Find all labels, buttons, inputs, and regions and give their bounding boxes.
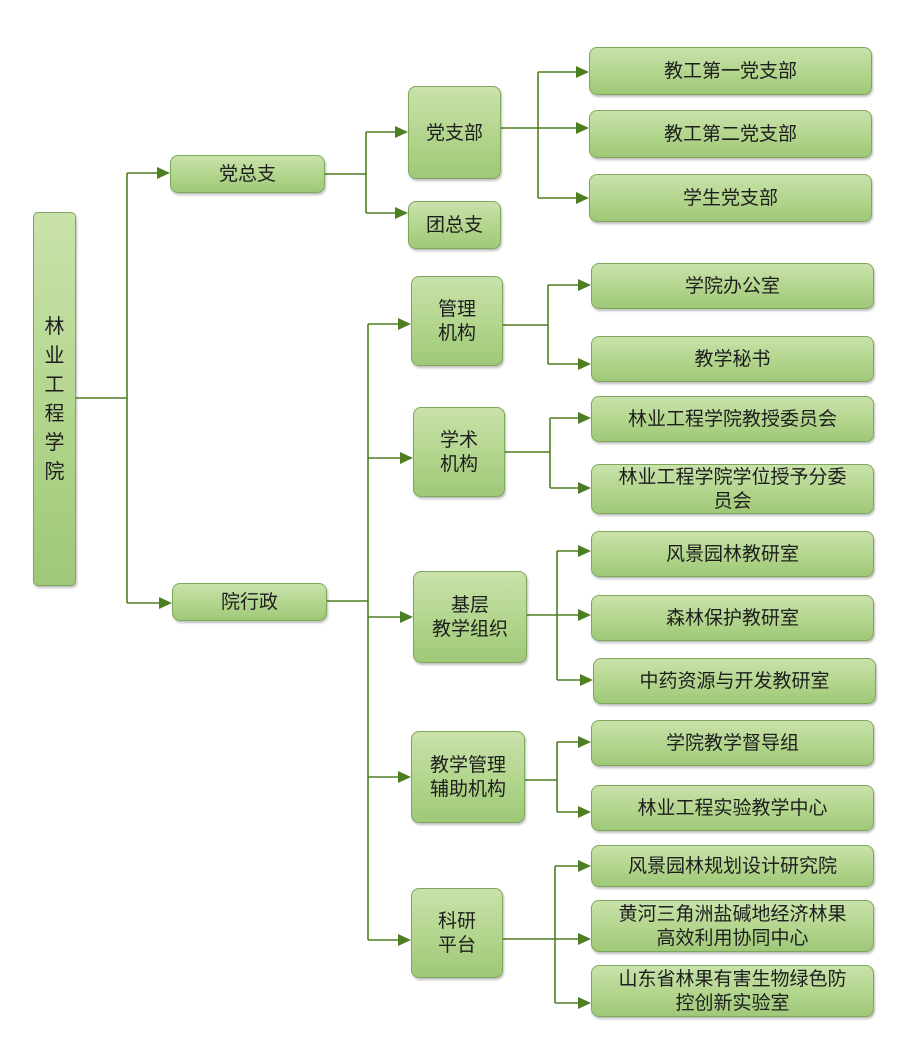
node-label: 管理 bbox=[437, 298, 476, 320]
node-label: 中药资源与开发教研室 bbox=[639, 670, 830, 692]
root-char: 院 bbox=[44, 459, 65, 483]
arrowhead-icon bbox=[576, 66, 589, 78]
root-char: 工 bbox=[44, 372, 65, 396]
node-teacher-party-branch-2: 教工第二党支部 bbox=[589, 110, 872, 158]
node-degree-committee: 林业工程学院学位授予分委 员会 bbox=[591, 464, 874, 514]
node-label: 机构 bbox=[439, 453, 478, 475]
arrowhead-icon bbox=[580, 674, 593, 686]
arrowhead-icon bbox=[578, 933, 591, 945]
arrowhead-icon bbox=[578, 860, 591, 872]
node-youth-league: 团总支 bbox=[408, 201, 501, 249]
root-char: 林 bbox=[44, 314, 65, 338]
node-label: 科研 bbox=[437, 910, 476, 932]
arrowhead-icon bbox=[578, 412, 591, 424]
node-academic-body: 学术 机构 bbox=[413, 407, 505, 497]
node-management-body: 管理 机构 bbox=[411, 276, 503, 366]
arrowhead-icon bbox=[578, 806, 591, 818]
node-label: 林业工程实验教学中心 bbox=[637, 797, 828, 819]
node-label: 教学管理 bbox=[429, 754, 506, 776]
node-label: 山东省林果有害生物绿色防 bbox=[618, 968, 847, 990]
node-college-administration: 院行政 bbox=[172, 583, 327, 621]
node-yellow-river-delta-center: 黄河三角洲盐碱地经济林果 高效利用协同中心 bbox=[591, 900, 874, 952]
arrowhead-icon bbox=[400, 452, 413, 464]
node-student-party-branch: 学生党支部 bbox=[589, 174, 872, 222]
arrowhead-icon bbox=[395, 126, 408, 138]
node-label: 高效利用协同中心 bbox=[656, 927, 809, 949]
arrowhead-icon bbox=[576, 122, 589, 134]
node-label: 院行政 bbox=[220, 591, 278, 613]
node-label: 辅助机构 bbox=[429, 778, 506, 800]
arrowhead-icon bbox=[578, 545, 591, 557]
node-label: 基层 bbox=[450, 594, 489, 616]
arrowhead-icon bbox=[578, 482, 591, 494]
node-label: 团总支 bbox=[425, 214, 483, 236]
node-label: 教学组织 bbox=[431, 618, 508, 640]
node-basic-teaching-organization: 基层 教学组织 bbox=[413, 571, 527, 663]
node-label: 平台 bbox=[437, 934, 476, 956]
node-college-office: 学院办公室 bbox=[591, 263, 874, 309]
node-experimental-teaching-center: 林业工程实验教学中心 bbox=[591, 785, 874, 831]
root-char: 程 bbox=[44, 401, 65, 425]
arrowhead-icon bbox=[578, 358, 591, 370]
node-pest-control-laboratory: 山东省林果有害生物绿色防 控创新实验室 bbox=[591, 965, 874, 1017]
arrowhead-icon bbox=[400, 611, 413, 623]
node-label: 学生党支部 bbox=[682, 187, 778, 209]
node-party-general-branch: 党总支 bbox=[170, 155, 325, 193]
node-label: 教学秘书 bbox=[694, 348, 771, 370]
node-professors-committee: 林业工程学院教授委员会 bbox=[591, 396, 874, 442]
node-teaching-supervision-group: 学院教学督导组 bbox=[591, 720, 874, 766]
arrowhead-icon bbox=[578, 279, 591, 291]
arrowhead-icon bbox=[578, 609, 591, 621]
node-label: 员会 bbox=[713, 490, 752, 512]
node-label: 风景园林规划设计研究院 bbox=[627, 855, 837, 877]
node-label: 学术 bbox=[439, 429, 478, 451]
node-label: 党支部 bbox=[425, 121, 483, 144]
node-label: 学院教学督导组 bbox=[665, 732, 799, 754]
arrowhead-icon bbox=[398, 771, 411, 783]
node-label: 教工第二党支部 bbox=[663, 123, 797, 145]
node-label: 学院办公室 bbox=[684, 275, 780, 297]
node-landscape-teaching-office: 风景园林教研室 bbox=[591, 531, 874, 577]
node-label: 黄河三角洲盐碱地经济林果 bbox=[618, 903, 847, 925]
node-label: 控创新实验室 bbox=[675, 992, 790, 1014]
root-char: 业 bbox=[44, 343, 65, 367]
node-tcm-resources-teaching-office: 中药资源与开发教研室 bbox=[593, 658, 876, 704]
node-party-branch: 党支部 bbox=[408, 86, 501, 179]
arrowhead-icon bbox=[157, 167, 170, 179]
node-teacher-party-branch-1: 教工第一党支部 bbox=[589, 47, 872, 95]
root-node-forestry-engineering-college: 林 业 工 程 学 院 bbox=[33, 212, 76, 586]
arrowhead-icon bbox=[578, 997, 591, 1009]
node-label: 机构 bbox=[437, 322, 476, 344]
arrowhead-icon bbox=[578, 736, 591, 748]
node-label: 教工第一党支部 bbox=[663, 60, 797, 82]
root-char: 学 bbox=[44, 430, 65, 454]
arrowhead-icon bbox=[159, 597, 172, 609]
node-research-platform: 科研 平台 bbox=[411, 888, 503, 978]
arrowhead-icon bbox=[398, 318, 411, 330]
node-label: 林业工程学院教授委员会 bbox=[627, 408, 837, 430]
node-landscape-design-institute: 风景园林规划设计研究院 bbox=[591, 845, 874, 887]
arrowhead-icon bbox=[398, 934, 411, 946]
arrowhead-icon bbox=[395, 207, 408, 219]
node-label: 林业工程学院学位授予分委 bbox=[618, 466, 847, 488]
node-label: 风景园林教研室 bbox=[665, 543, 799, 565]
node-teaching-support-body: 教学管理 辅助机构 bbox=[411, 731, 525, 823]
node-teaching-secretary: 教学秘书 bbox=[591, 336, 874, 382]
node-label: 森林保护教研室 bbox=[665, 607, 799, 629]
node-label: 党总支 bbox=[218, 163, 276, 185]
arrowhead-icon bbox=[576, 192, 589, 204]
node-forest-protection-teaching-office: 森林保护教研室 bbox=[591, 595, 874, 641]
